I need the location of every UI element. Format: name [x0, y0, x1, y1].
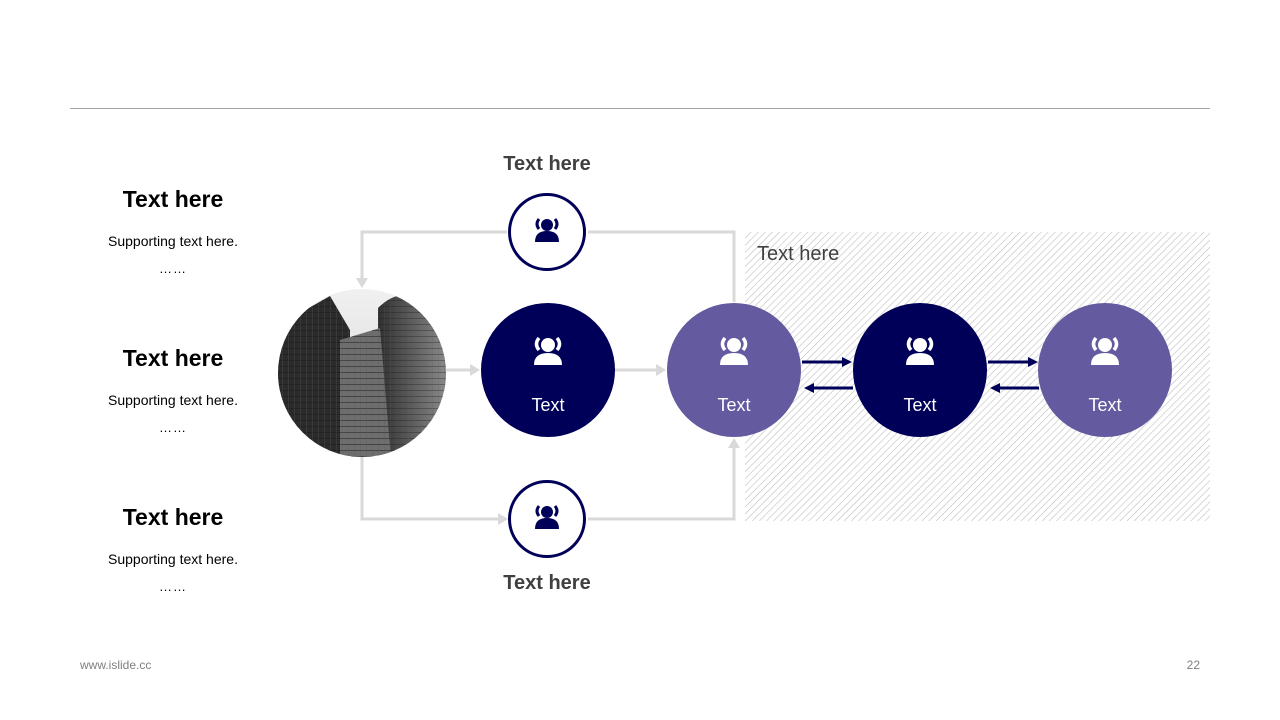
- bidirectional-arrows: [802, 357, 1039, 393]
- users-icon: [535, 505, 559, 529]
- connector-lines: [360, 230, 736, 521]
- users-icon: [720, 336, 748, 365]
- footer-url: www.islide.cc: [80, 658, 152, 672]
- node-3-label: Text: [903, 395, 937, 415]
- connector-arrowheads: [356, 278, 740, 525]
- panel-title: Text here: [757, 243, 840, 265]
- left-dots-1: ……: [159, 261, 187, 276]
- process-node-2: Text: [667, 303, 801, 437]
- left-body-3: Supporting text here.: [108, 551, 238, 567]
- left-body-1: Supporting text here.: [108, 233, 238, 249]
- building-photo: [278, 289, 446, 457]
- top-node: [508, 193, 586, 271]
- left-heading-2: Text here: [122, 345, 224, 371]
- node-1-label: Text: [531, 395, 565, 415]
- bottom-node: [508, 480, 586, 558]
- left-heading-3: Text here: [122, 504, 224, 530]
- left-heading-1: Text here: [122, 186, 224, 212]
- users-icon: [1091, 336, 1119, 365]
- left-dots-3: ……: [159, 579, 187, 594]
- process-node-1: Text: [481, 303, 615, 437]
- node-2-label: Text: [717, 395, 751, 415]
- users-icon: [534, 336, 562, 365]
- header-divider: [70, 108, 1210, 109]
- process-node-3: Text: [853, 303, 987, 437]
- process-node-4: Text: [1038, 303, 1172, 437]
- bottom-caption: Text here: [503, 572, 591, 594]
- top-caption: Text here: [503, 153, 591, 175]
- page-number: 22: [1186, 658, 1200, 672]
- users-icon: [535, 218, 559, 242]
- users-icon: [906, 336, 934, 365]
- left-dots-2: ……: [159, 420, 187, 435]
- left-body-2: Supporting text here.: [108, 392, 238, 408]
- node-4-label: Text: [1088, 395, 1122, 415]
